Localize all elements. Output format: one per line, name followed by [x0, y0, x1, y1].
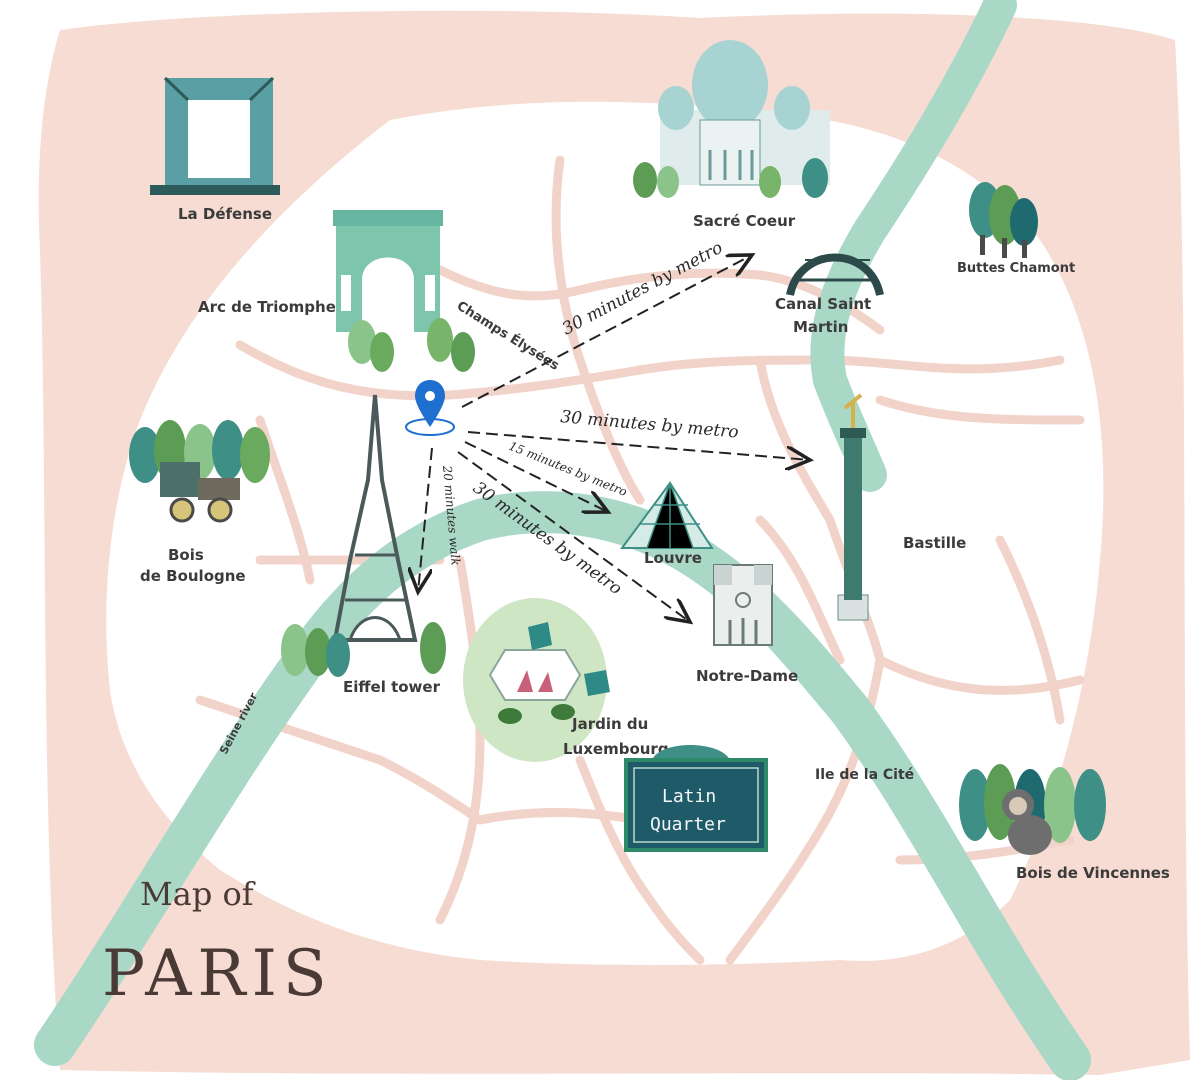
- buttes-chaumont-trees-icon: [969, 182, 1038, 258]
- route-to-bastille: [467, 431, 810, 460]
- label-jardin-du-luxembourg-1: Jardin du: [571, 715, 648, 733]
- label-eiffel-tower: Eiffel tower: [343, 678, 441, 696]
- arc-de-triomphe-icon: [333, 210, 443, 332]
- jardin-du-luxembourg-icon: [463, 598, 610, 762]
- bois-de-boulogne-icon: [129, 420, 270, 523]
- label-louvre: Louvre: [644, 549, 702, 567]
- notre-dame-icon: [713, 564, 773, 646]
- route-to-louvre: [464, 441, 608, 512]
- label-buttes-chamont: Buttes Chamont: [957, 261, 1075, 276]
- location-pin-icon: [405, 380, 455, 436]
- map-title-line2: PARIS: [102, 937, 333, 1011]
- label-bois-de-boulogne-1: Bois: [168, 546, 204, 564]
- latin-quarter-sign-line2: Quarter: [650, 814, 726, 835]
- bois-de-vincennes-icon: [959, 764, 1106, 855]
- canal-saint-martin: [810, 0, 1017, 492]
- louvre-pyramid-icon: [620, 480, 714, 549]
- la-defense-icon: [150, 76, 280, 195]
- arc-trees-icon: [348, 318, 475, 372]
- route-to-sacre-coeur: [461, 255, 752, 408]
- label-bois-de-boulogne-2: de Boulogne: [140, 567, 246, 585]
- label-canal-saint-martin-1: Canal Saint: [775, 295, 871, 313]
- label-notre-dame: Notre-Dame: [696, 667, 798, 685]
- label-ile-de-la-cite: Ile de la Cité: [815, 767, 914, 783]
- map-title-line1: Map of: [140, 875, 256, 913]
- label-sacre-coeur: Sacré Coeur: [693, 212, 796, 230]
- bastille-column-icon: [837, 393, 869, 621]
- eiffel-tower-icon: [281, 394, 446, 677]
- routes: [418, 255, 810, 622]
- sacre-coeur-icon: [633, 40, 830, 198]
- label-canal-saint-martin-2: Martin: [793, 318, 848, 336]
- label-la-defense: La Défense: [178, 205, 272, 223]
- latin-quarter-sign-icon: [624, 745, 768, 852]
- latin-quarter-sign-line1: Latin: [662, 786, 716, 807]
- route-to-eiffel: [418, 447, 433, 592]
- label-jardin-du-luxembourg-2: Luxembourg: [563, 740, 669, 758]
- label-bastille: Bastille: [903, 534, 966, 552]
- label-arc-de-triomphe: Arc de Triomphe: [198, 298, 336, 316]
- canal-bridge-icon: [786, 253, 884, 297]
- label-bois-de-vincennes: Bois de Vincennes: [1016, 864, 1170, 882]
- seine-river: [34, 491, 1091, 1080]
- route-to-notre-dame: [457, 451, 690, 622]
